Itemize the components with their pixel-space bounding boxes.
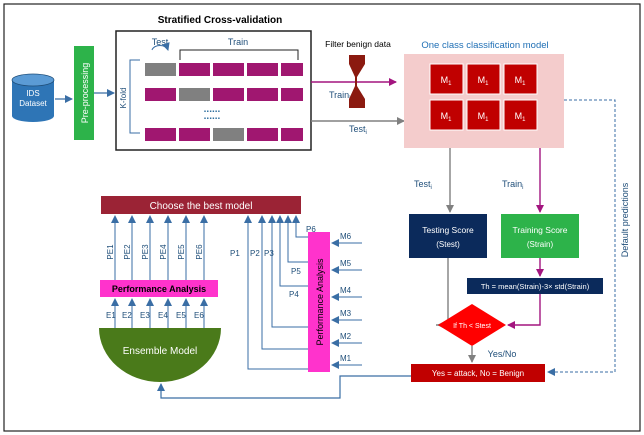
default-predictions-label: Default predictions [620, 182, 630, 257]
svg-text:M1: M1 [441, 111, 453, 123]
svg-text:M1: M1 [441, 75, 453, 87]
p-label-3: P3 [264, 249, 274, 258]
arrow-threshold-decision [507, 294, 541, 329]
perf-analysis-v-label: Performance Analysis [315, 258, 325, 346]
p-lines [244, 215, 308, 370]
pe-labels: PE1 PE2 PE3 PE4 PE5 PE6 [106, 244, 204, 260]
pe-label-4: PE4 [159, 244, 168, 260]
svg-text:M1: M1 [515, 111, 527, 123]
ensemble-label: Ensemble Model [123, 346, 197, 357]
fold-row-k [145, 128, 303, 141]
training-score-sub: (Strain) [527, 240, 554, 249]
train-bracket [179, 49, 299, 60]
e-label-2: E2 [122, 311, 132, 320]
pe-arrows [111, 215, 208, 285]
training-score-box [501, 214, 579, 258]
train-i2-label: Traini [502, 179, 524, 191]
preprocessing-box [74, 46, 94, 140]
m-label-1: M1 [340, 354, 352, 363]
choose-best-box [101, 196, 301, 214]
choose-best-label: Choose the best model [150, 201, 253, 212]
outer-frame [3, 3, 641, 432]
testing-score-sub: (Stest) [436, 240, 460, 249]
decision-label: If Th < Stest [453, 323, 491, 330]
train-label: Train [228, 37, 248, 47]
pe-label-1: PE1 [106, 244, 115, 260]
fold-dots-1: ...... [204, 104, 221, 115]
ids-dataset-cylinder: IDS Dataset [11, 73, 55, 122]
ids-label-2: Dataset [19, 99, 47, 108]
pe-label-6: PE6 [195, 244, 204, 260]
e-label-5: E5 [176, 311, 186, 320]
cv-box [115, 30, 312, 151]
preprocessing-label: Pre-processing [80, 63, 90, 124]
decision-diamond [438, 304, 506, 346]
kfold-bracket [129, 59, 140, 134]
e-label-1: E1 [106, 311, 116, 320]
yes-no-label: Yes/No [488, 349, 517, 359]
testing-score-box [409, 214, 487, 258]
fold-dots-2: ...... [204, 111, 221, 122]
result-box [411, 364, 545, 382]
m-label-3: M3 [340, 309, 352, 318]
p-label-2: P2 [250, 249, 260, 258]
perf-analysis-h-label: Performance Analysis [112, 284, 206, 294]
m-lines [331, 239, 362, 369]
model-grid: M1 M1 M1 M1 M1 M1 [429, 63, 538, 131]
e-labels: E1 E2 E3 E4 E5 E6 [106, 311, 204, 320]
ids-label-1: IDS [26, 89, 39, 98]
ensemble-model-shape [99, 328, 221, 382]
svg-text:M1: M1 [478, 111, 490, 123]
m-labels: M6 M5 M4 M3 M2 M1 [340, 232, 352, 363]
test-i2-label: Testi [414, 179, 432, 191]
test-label: Test [152, 37, 169, 47]
filter-funnel [349, 55, 365, 108]
default-predictions-line [547, 99, 616, 376]
fold-row-2 [145, 88, 303, 101]
kfold-label: K-fold [119, 88, 128, 109]
threshold-box [467, 278, 603, 294]
svg-text:M1: M1 [515, 75, 527, 87]
p-label-4: P4 [289, 290, 299, 299]
m-label-2: M2 [340, 332, 352, 341]
arrow-result-ensemble [157, 375, 411, 399]
test-curve [151, 42, 170, 51]
testing-score-label: Testing Score [422, 225, 474, 235]
pe-label-3: PE3 [141, 244, 150, 260]
cv-title: Stratified Cross-validation [158, 15, 282, 26]
m-label-4: M4 [340, 286, 352, 295]
training-score-label: Training Score [513, 225, 568, 235]
p-labels: P1 P2 P3 P4 P5 P6 [230, 225, 316, 299]
p-label-5: P5 [291, 267, 301, 276]
result-label: Yes = attack, No = Benign [432, 369, 524, 378]
filter-label: Filter benign data [325, 39, 391, 49]
perf-analysis-v-box [308, 232, 330, 372]
m-label-5: M5 [340, 259, 352, 268]
occm-label: One class classification model [421, 40, 548, 51]
pe-label-5: PE5 [177, 244, 186, 260]
e-label-6: E6 [194, 311, 204, 320]
e-label-3: E3 [140, 311, 150, 320]
fold-row-1 [145, 63, 303, 76]
svg-text:M1: M1 [478, 75, 490, 87]
e-label-4: E4 [158, 311, 168, 320]
test-i-label: Testi [349, 124, 367, 136]
p-label-1: P1 [230, 249, 240, 258]
e-arrows [111, 298, 208, 330]
m-label-6: M6 [340, 232, 352, 241]
threshold-formula: Th = mean(Strain)-3× std(Strain) [481, 282, 590, 291]
perf-analysis-h-box [100, 280, 218, 297]
p-label-6: P6 [306, 225, 316, 234]
pe-label-2: PE2 [123, 244, 132, 260]
